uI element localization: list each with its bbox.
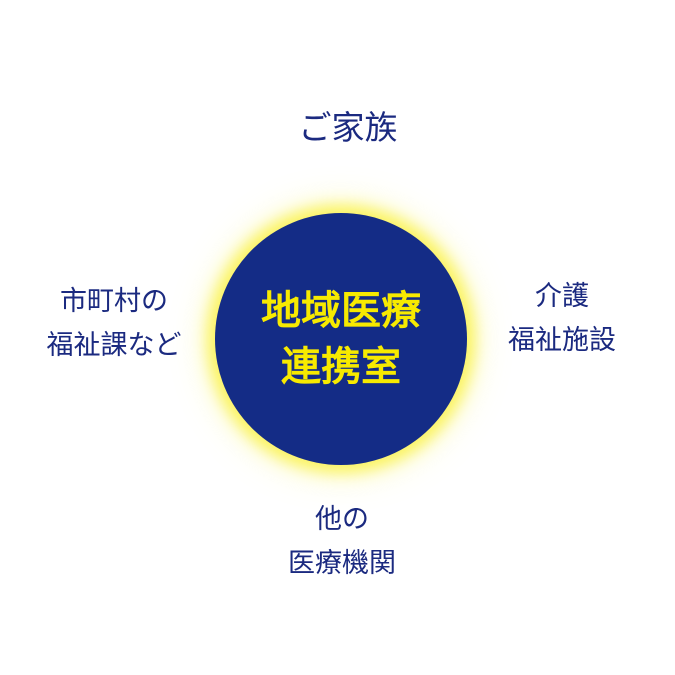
node-care-line2: 福祉施設: [508, 325, 616, 356]
node-family-label: ご家族: [298, 108, 398, 147]
node-other-line1: 他の: [315, 504, 369, 535]
center-line1: 地域医療: [261, 288, 421, 334]
node-city-line2: 福祉課など: [46, 330, 182, 361]
node-city-welfare: 市町村の 福祉課など: [47, 280, 182, 368]
node-other-medical: 他の 医療機関: [288, 498, 396, 586]
center-line2: 連携室: [281, 344, 401, 390]
center-circle: 地域医療 連携室: [215, 213, 467, 465]
node-city-line1: 市町村の: [60, 286, 168, 317]
node-care-facility: 介護 福祉施設: [508, 275, 616, 363]
node-care-line1: 介護: [535, 281, 589, 312]
node-other-line2: 医療機関: [288, 548, 396, 579]
node-family: ご家族: [299, 106, 398, 150]
